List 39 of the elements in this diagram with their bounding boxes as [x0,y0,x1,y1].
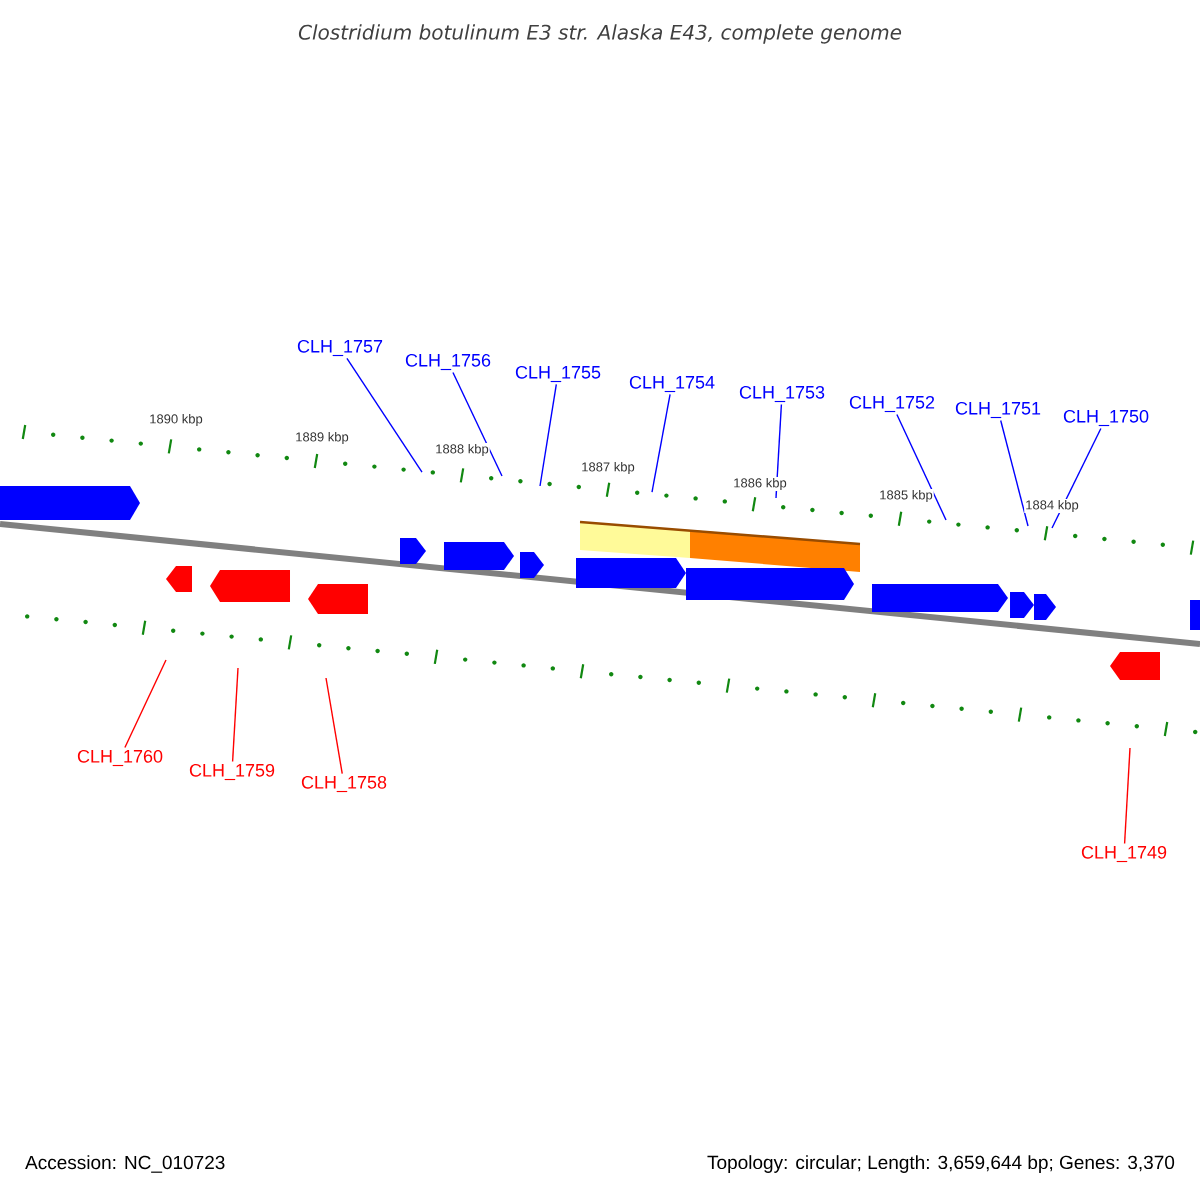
leader-line [231,667,239,763]
gene-feature [444,542,514,570]
leader-line [651,393,671,493]
gene-feature [166,566,192,592]
genome-info-text: Topology: circular; Length: 3,659,644 bp; Genes: 3,370 [707,1155,1175,1173]
leader-line [124,659,167,749]
gene-label: CLH_1755 [515,365,601,383]
gene-feature [1190,600,1200,630]
gene-feature [210,570,290,602]
leader-line [325,677,343,775]
gene-label: CLH_1753 [739,385,825,403]
gene-label: CLH_1754 [629,375,715,393]
gene-feature [308,584,368,614]
gene-label: CLH_1752 [849,395,935,413]
gene-feature [520,552,544,578]
gene-feature [1010,592,1034,618]
leader-line [452,371,503,477]
accession-text: Accession: NC_010723 [25,1155,225,1173]
gene-label: CLH_1758 [301,775,387,793]
gene-feature [0,486,140,520]
gene-label: CLH_1760 [77,749,163,767]
leader-line [1000,419,1029,527]
leader-line [1123,747,1131,845]
gene-label: CLH_1750 [1063,409,1149,427]
gene-label: CLH_1757 [297,339,383,357]
leader-line [539,383,558,487]
gene-label: CLH_1749 [1081,845,1167,863]
gene-feature [1110,652,1160,680]
leader-line [775,403,783,499]
gene-label: CLH_1751 [955,401,1041,419]
gene-feature [576,558,686,588]
leader-line [346,357,423,473]
gene-label: CLH_1756 [405,353,491,371]
leader-line [896,413,947,521]
gene-feature [686,568,854,600]
gene-feature [400,538,426,564]
gene-feature [1034,594,1056,620]
gene-label: CLH_1759 [189,763,275,781]
title: Clostridium botulinum E3 str. Alaska E43, complete genome [298,24,902,44]
